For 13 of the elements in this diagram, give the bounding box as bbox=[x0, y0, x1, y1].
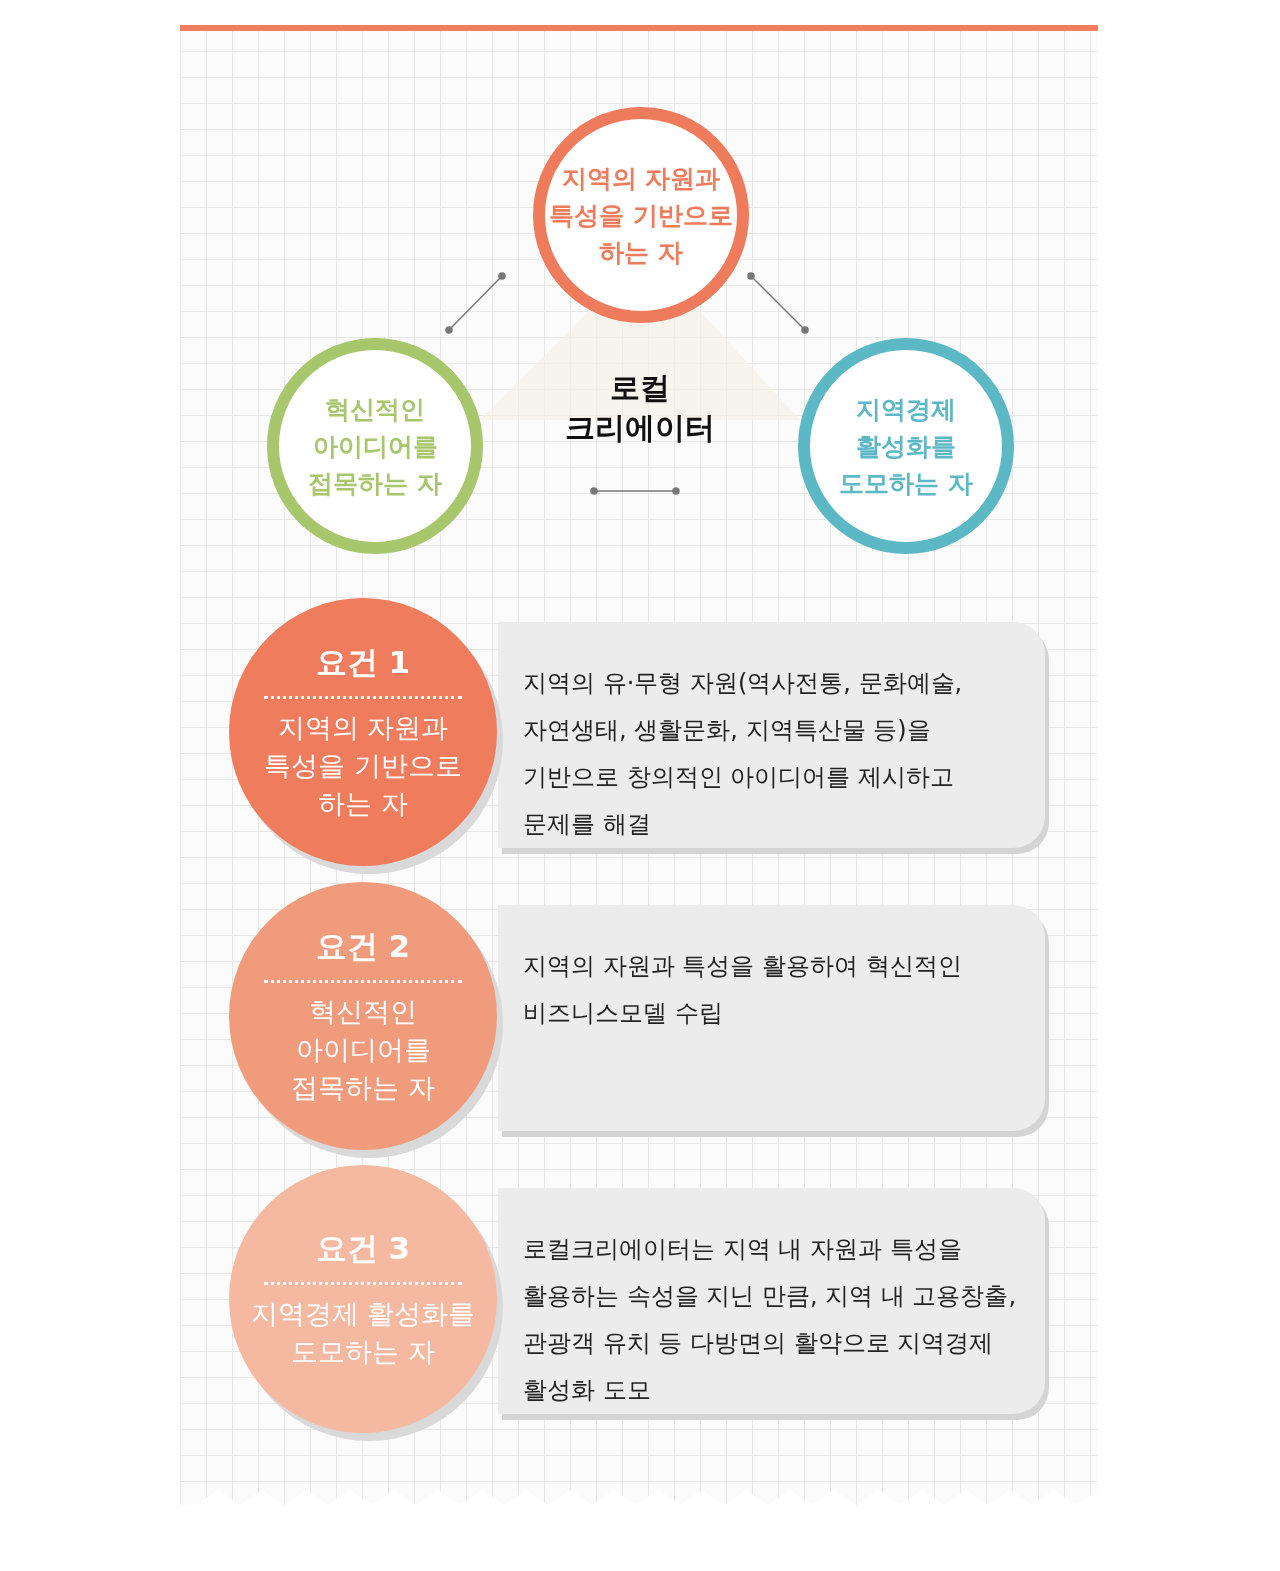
requirement-label: 지역의 자원과 특성을 기반으로 하는 자 bbox=[263, 710, 463, 821]
description-text: 지역의 유·무형 자원(역사전통, 문화예술, 자연생태, 생활문화, 지역특산물 등)을 기반으로 창의적인 아이디어를 제시하고 문제를 해결 bbox=[523, 668, 964, 840]
description-text: 로컬크리에이터는 지역 내 자원과 특성을 활용하는 속성을 지닌 만큼, 지역 내 고용창출, 관광객 유치 등 다방면의 활약으로 지역경제 활성화 도모 bbox=[523, 1234, 1018, 1406]
requirement-label: 지역경제 활성화를 도모하는 자 bbox=[249, 1296, 477, 1369]
requirement-heading: 요건 2 bbox=[315, 926, 411, 966]
description-text: 지역의 자원과 특성을 활용하여 혁신적인 비즈니스모델 수립 bbox=[523, 951, 963, 1029]
circle-label: 지역의 자원과 특성을 기반으로 하는 자 bbox=[548, 162, 734, 269]
center-title: 로컬 크리에이터 bbox=[564, 369, 716, 447]
requirement-heading: 요건 1 bbox=[315, 642, 411, 682]
requirement-label: 혁신적인 아이디어를 접목하는 자 bbox=[290, 994, 436, 1105]
circle-label: 혁신적인 아이디어를 접목하는 자 bbox=[307, 393, 443, 500]
requirement-heading: 요건 3 bbox=[315, 1228, 411, 1268]
circle-label: 지역경제 활성화를 도모하는 자 bbox=[838, 393, 974, 500]
